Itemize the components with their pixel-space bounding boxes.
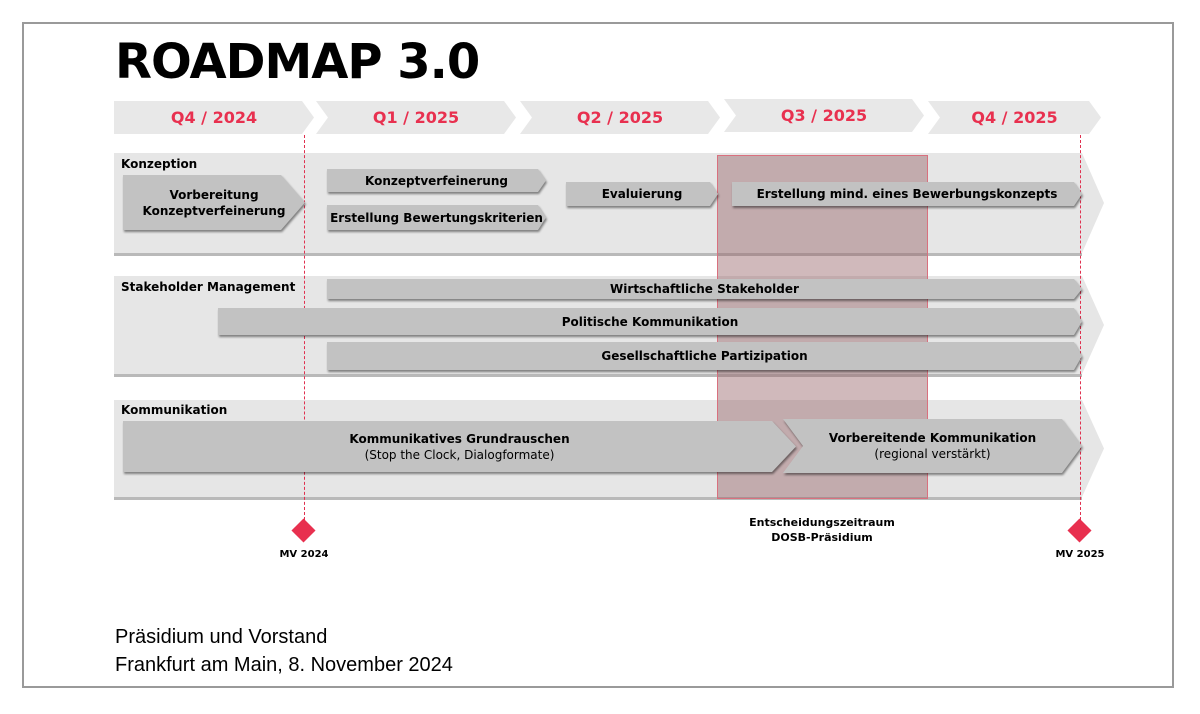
decision-label-line2: DOSB-Präsidium — [771, 531, 873, 544]
quarter-label: Q3 / 2025 — [780, 106, 868, 125]
milestone-line-mv2025 — [1080, 135, 1081, 520]
quarter-q1-2025: Q1 / 2025 — [316, 101, 516, 134]
quarter-q4-2025: Q4 / 2025 — [928, 101, 1101, 134]
bar-konzeptverfeinerung: Konzeptverfeinerung — [327, 169, 546, 192]
quarter-q2-2025: Q2 / 2025 — [520, 101, 720, 134]
footer-line-2: Frankfurt am Main, 8. November 2024 — [115, 654, 453, 676]
bar-evaluierung: Evaluierung — [566, 182, 718, 206]
bar-label: Wirtschaftliche Stakeholder — [610, 282, 799, 296]
bar-gesellschaftliche-partizipation: Gesellschaftliche Partizipation — [327, 342, 1082, 370]
bar-sublabel: (Stop the Clock, Dialogformate) — [364, 447, 555, 462]
bar-label: Politische Kommunikation — [561, 314, 739, 329]
bar-kommunikatives-grundrauschen: Kommunikatives Grundrauschen (Stop the C… — [123, 421, 796, 472]
lane-label-konzeption: Konzeption — [121, 157, 198, 171]
milestone-label-mv2024: MV 2024 — [279, 549, 329, 560]
bar-vorbereitung: Vorbereitung Konzeptverfeinerung — [123, 175, 305, 230]
bar-label: Konzeptverfeinerung — [365, 173, 508, 188]
page-title: ROADMAP 3.0 — [115, 34, 480, 90]
bar-bewerbungskonzept: Erstellung mind. eines Bewerbungskonzept… — [732, 182, 1082, 206]
decision-label-line1: Entscheidungszeitraum — [749, 516, 895, 529]
bar-label: Evaluierung — [601, 187, 683, 201]
quarter-label: Q4 / 2025 — [971, 108, 1058, 127]
quarter-label: Q1 / 2025 — [372, 108, 460, 127]
bar-label: Gesellschaftliche Partizipation — [601, 349, 808, 363]
band-shadow — [114, 253, 1082, 256]
bar-wirtschaftliche-stakeholder: Wirtschaftliche Stakeholder — [327, 279, 1082, 299]
lane-label-stakeholder: Stakeholder Management — [121, 280, 296, 294]
band-shadow — [114, 497, 1082, 500]
decision-label: Entscheidungszeitraum DOSB-Präsidium — [722, 515, 922, 545]
bar-label: Erstellung Bewertungskriterien — [330, 210, 543, 225]
quarter-q4-2024: Q4 / 2024 — [114, 101, 314, 134]
footer-line-1: Präsidium und Vorstand — [115, 626, 328, 648]
lane-label-kommunikation: Kommunikation — [121, 403, 228, 417]
bar-label: Konzeptverfeinerung — [142, 203, 286, 218]
quarter-label: Q2 / 2025 — [576, 108, 664, 127]
bar-vorbereitende-kommunikation: Vorbereitende Kommunikation (regional ve… — [783, 419, 1082, 473]
slide-frame — [22, 22, 1174, 688]
band-shadow — [114, 374, 1082, 377]
bar-label: Kommunikatives Grundrauschen — [349, 431, 570, 446]
bar-label: Erstellung mind. eines Bewerbungskonzept… — [756, 187, 1058, 201]
bar-politische-kommunikation: Politische Kommunikation — [218, 308, 1082, 335]
bar-label: Vorbereitung — [169, 187, 259, 202]
bar-sublabel: (regional verstärkt) — [874, 447, 991, 461]
milestone-label-mv2025: MV 2025 — [1055, 549, 1105, 560]
quarter-label: Q4 / 2024 — [170, 108, 258, 127]
bar-label: Vorbereitende Kommunikation — [828, 431, 1037, 445]
quarter-q3-2025: Q3 / 2025 — [724, 99, 924, 132]
bar-bewertungskriterien: Erstellung Bewertungskriterien — [327, 205, 546, 230]
